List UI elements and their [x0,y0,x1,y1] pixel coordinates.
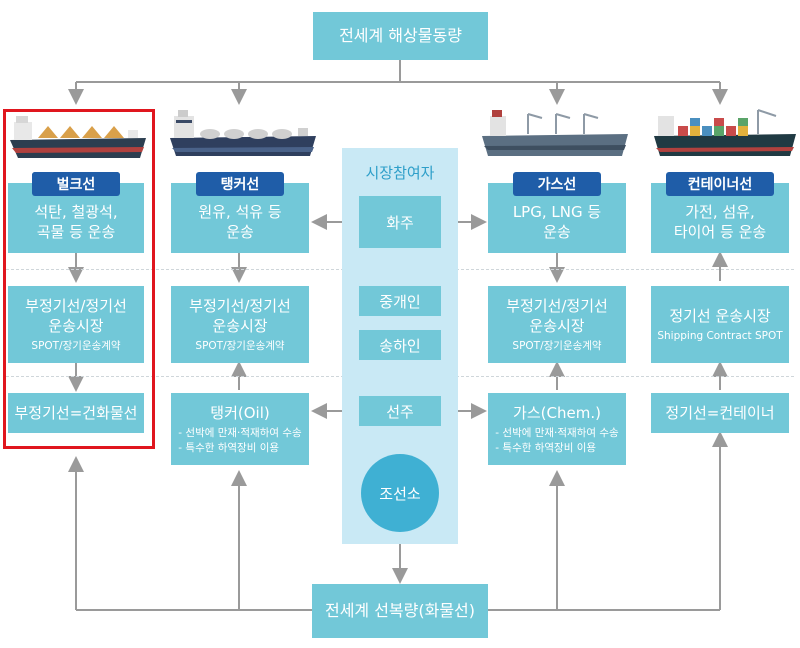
consignee-box: 송하인 [359,330,441,360]
tag-container: 컨테이너선 [666,172,774,196]
type-box-gas: 가스(Chem.) 선박에 만재·적재하여 수송 특수한 하역장비 이용 [488,393,626,465]
note-item: 특수한 하역장비 이용 [178,441,301,456]
market-participants-title: 시장참여자 [365,164,435,182]
contract-label-gas: SPOT/장기운송계약 [512,339,602,352]
contract-label-tanker: SPOT/장기운송계약 [195,339,285,352]
shipbuilder-label: 조선소 [379,484,421,503]
tag-tanker: 탱커선 [196,172,284,196]
world-fleet-box: 전세계 선복량(화물선) [312,584,488,638]
world-fleet-label: 전세계 선복량(화물선) [324,601,476,620]
shipowner-box: 선주 [359,396,441,426]
type-box-container: 정기선=컨테이너 [651,393,789,433]
contract-label-container: Shipping Contract SPOT [657,329,783,342]
cargo-label-container: 가전, 섬유, 타이어 등 운송 [673,203,767,241]
contract-label-bulk: SPOT/장기운송계약 [31,339,121,352]
type-label-bulk: 부정기선=건화물선 [14,404,138,422]
bulk-highlight-frame [3,109,155,449]
market-label-container: 정기선 운송시장 [669,306,771,325]
cargo-label-bulk: 석탄, 철광석, 곡물 등 운송 [34,203,118,241]
cargo-label-gas: LPG, LNG 등 운송 [512,203,602,241]
type-label-gas: 가스(Chem.) [513,403,601,422]
market-box-bulk: 부정기선/정기선 운송시장 SPOT/장기운송계약 [8,286,144,363]
shipper-box: 화주 [359,196,441,248]
cargo-label-tanker: 원유, 석유 등 운송 [198,203,282,241]
note-item: 선박에 만재·적재하여 수송 [178,426,301,441]
type-box-bulk: 부정기선=건화물선 [8,393,144,433]
tag-gas: 가스선 [513,172,601,196]
type-box-tanker: 탱커(Oil) 선박에 만재·적재하여 수송 특수한 하역장비 이용 [171,393,309,465]
gas-ship-icon [482,110,628,156]
note-item: 선박에 만재·적재하여 수송 [495,426,618,441]
type-label-container: 정기선=컨테이너 [665,404,775,422]
tag-bulk-overlay: 벌크선 [32,172,120,196]
market-box-gas: 부정기선/정기선 운송시장 SPOT/장기운송계약 [488,286,626,363]
broker-box: 중개인 [359,286,441,316]
market-label-tanker: 부정기선/정기선 운송시장 [189,296,291,335]
market-label-bulk: 부정기선/정기선 운송시장 [25,296,127,335]
market-label-gas: 부정기선/정기선 운송시장 [506,296,608,335]
note-item: 특수한 하역장비 이용 [495,441,618,456]
bulk-ship-icon [10,116,146,158]
type-label-tanker: 탱커(Oil) [210,403,270,422]
container-ship-icon [654,109,796,156]
tanker-ship-icon [170,110,316,156]
shipbuilder-circle: 조선소 [361,454,439,532]
notes-tanker: 선박에 만재·적재하여 수송 특수한 하역장비 이용 [178,426,301,456]
notes-gas: 선박에 만재·적재하여 수송 특수한 하역장비 이용 [495,426,618,456]
world-maritime-trade-box: 전세계 해상물동량 [313,12,488,60]
market-box-container: 정기선 운송시장 Shipping Contract SPOT [651,286,789,363]
market-box-tanker: 부정기선/정기선 운송시장 SPOT/장기운송계약 [171,286,309,363]
world-maritime-trade-label: 전세계 해상물동량 [339,26,462,45]
